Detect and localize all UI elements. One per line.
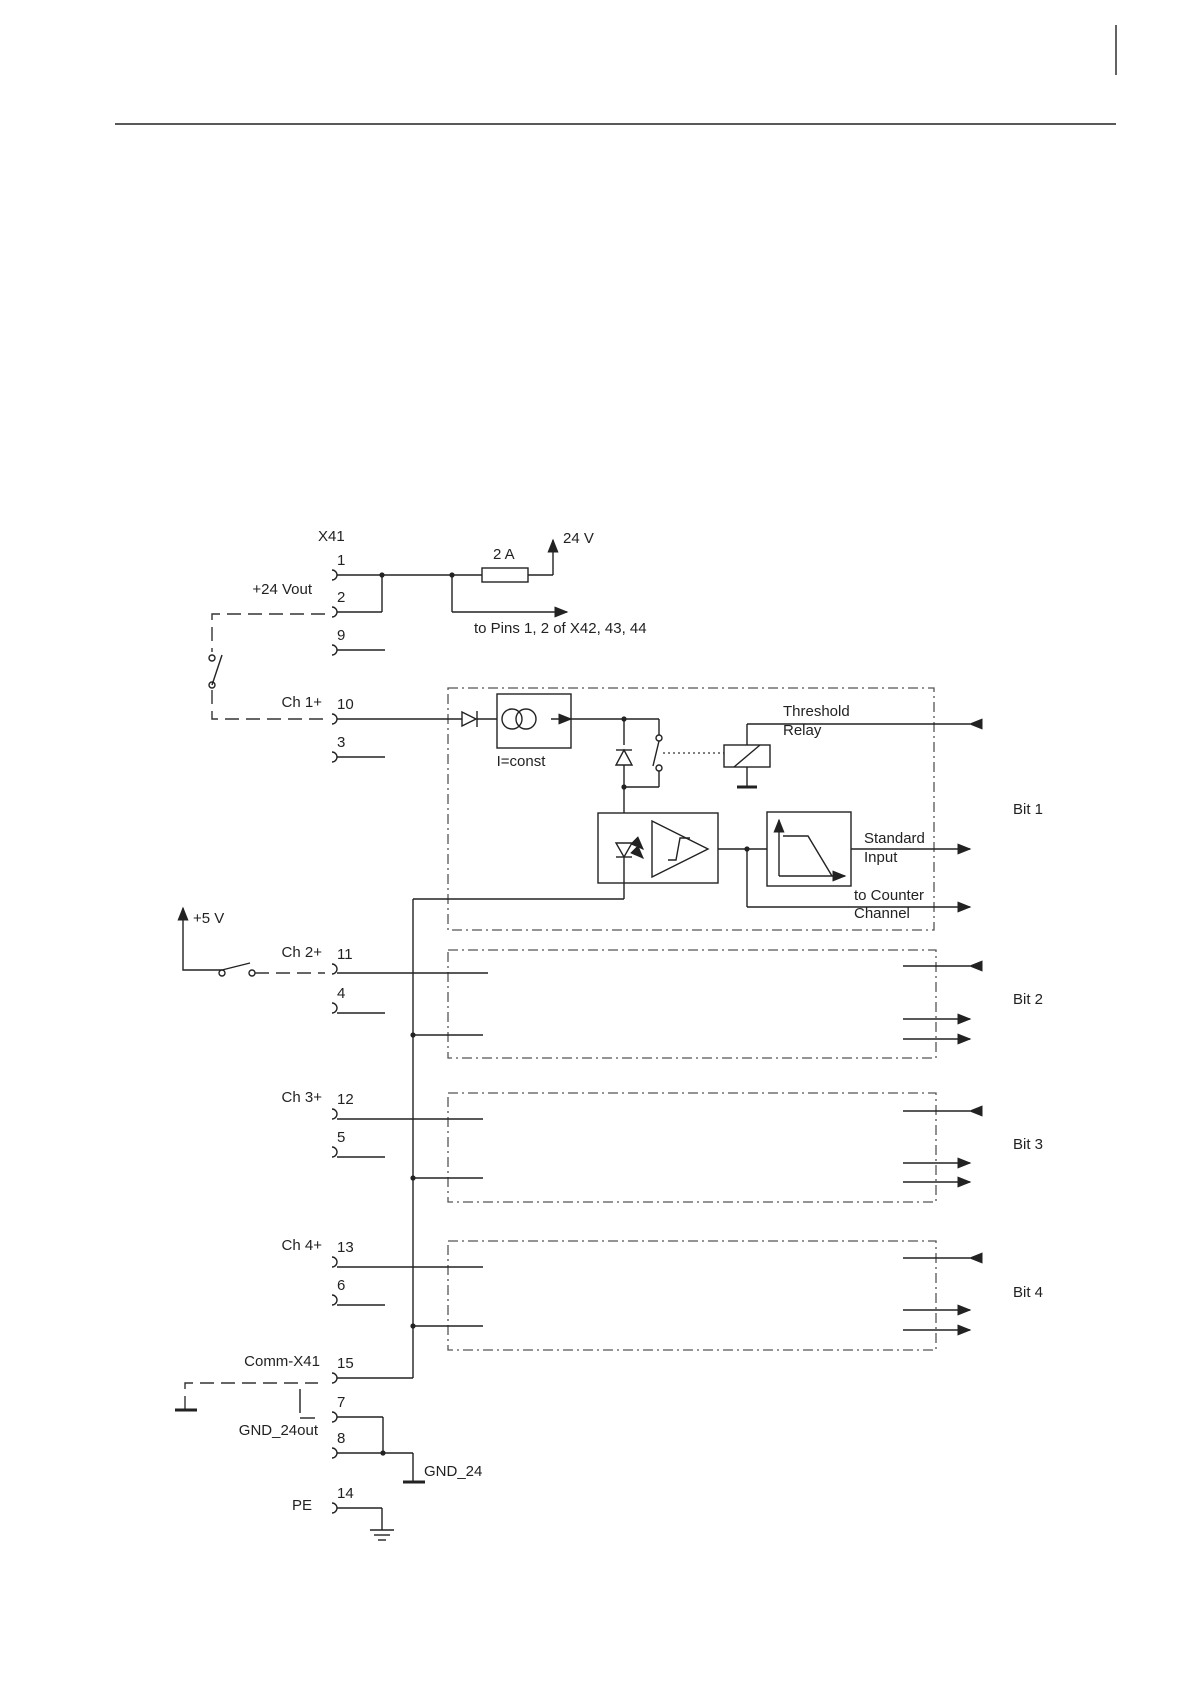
bit3-wiring: [337, 1111, 970, 1182]
pin-number: 5: [337, 1129, 345, 1146]
pin-number: 8: [337, 1430, 345, 1447]
pin-number: 7: [337, 1394, 345, 1411]
supply-24v-wiring: [337, 540, 567, 757]
pin-number: 14: [337, 1485, 354, 1502]
bit-label: Bit 2: [1013, 991, 1043, 1008]
fuse-symbol: [482, 568, 528, 582]
bit-label: Bit 4: [1013, 1284, 1043, 1301]
to-pins-label: to Pins 1, 2 of X42, 43, 44: [474, 620, 647, 637]
pin-number: 6: [337, 1277, 345, 1294]
connector-title: X41: [318, 528, 345, 545]
bit4-block: [448, 1241, 936, 1350]
schmitt-trigger: [652, 821, 708, 877]
current-source-label: I=const: [497, 753, 547, 770]
pin-label: PE: [292, 1497, 312, 1514]
bit2-wiring: [337, 966, 970, 1039]
bit-label: Bit 1: [1013, 801, 1043, 818]
pin-label: Ch 2+: [282, 944, 323, 961]
channel1-circuit: [337, 694, 970, 907]
pin-number: 1: [337, 552, 345, 569]
bit-label: Bit 3: [1013, 1136, 1043, 1153]
pin-label: +24 Vout: [252, 581, 312, 598]
supply-5v-label: +5 V: [193, 910, 224, 927]
threshold-label: Relay: [783, 722, 822, 739]
pin-label: Ch 3+: [282, 1089, 323, 1106]
standard-input-label: Input: [864, 849, 898, 866]
threshold-label: Threshold: [783, 703, 850, 720]
pin-number: 3: [337, 734, 345, 751]
counter-channel-label: to Counter: [854, 887, 924, 904]
standard-input-label: Standard: [864, 830, 925, 847]
pin-number: 2: [337, 589, 345, 606]
bit2-block: [448, 950, 936, 1058]
pin-number: 12: [337, 1091, 354, 1108]
supply-24v-label: 24 V: [563, 530, 594, 547]
current-source-box: [497, 694, 571, 748]
bit3-block: [448, 1093, 936, 1202]
common-bus: [337, 899, 413, 1378]
pin-label: Comm-X41: [244, 1353, 320, 1370]
pin-number: 9: [337, 627, 345, 644]
pin-number: 11: [337, 946, 353, 963]
pin-label: Ch 1+: [282, 694, 323, 711]
pin-label: Ch 4+: [282, 1237, 323, 1254]
pin-number: 4: [337, 985, 345, 1002]
pin-number: 13: [337, 1239, 354, 1256]
pin-label: GND_24out: [239, 1422, 319, 1439]
fuse-label: 2 A: [493, 546, 515, 563]
pin-number: 15: [337, 1355, 354, 1372]
ground-wiring: [175, 1383, 425, 1540]
pin-number: 10: [337, 696, 354, 713]
counter-channel-label: Channel: [854, 905, 910, 922]
gnd-24-label: GND_24: [424, 1463, 482, 1480]
bit4-wiring: [337, 1258, 970, 1330]
